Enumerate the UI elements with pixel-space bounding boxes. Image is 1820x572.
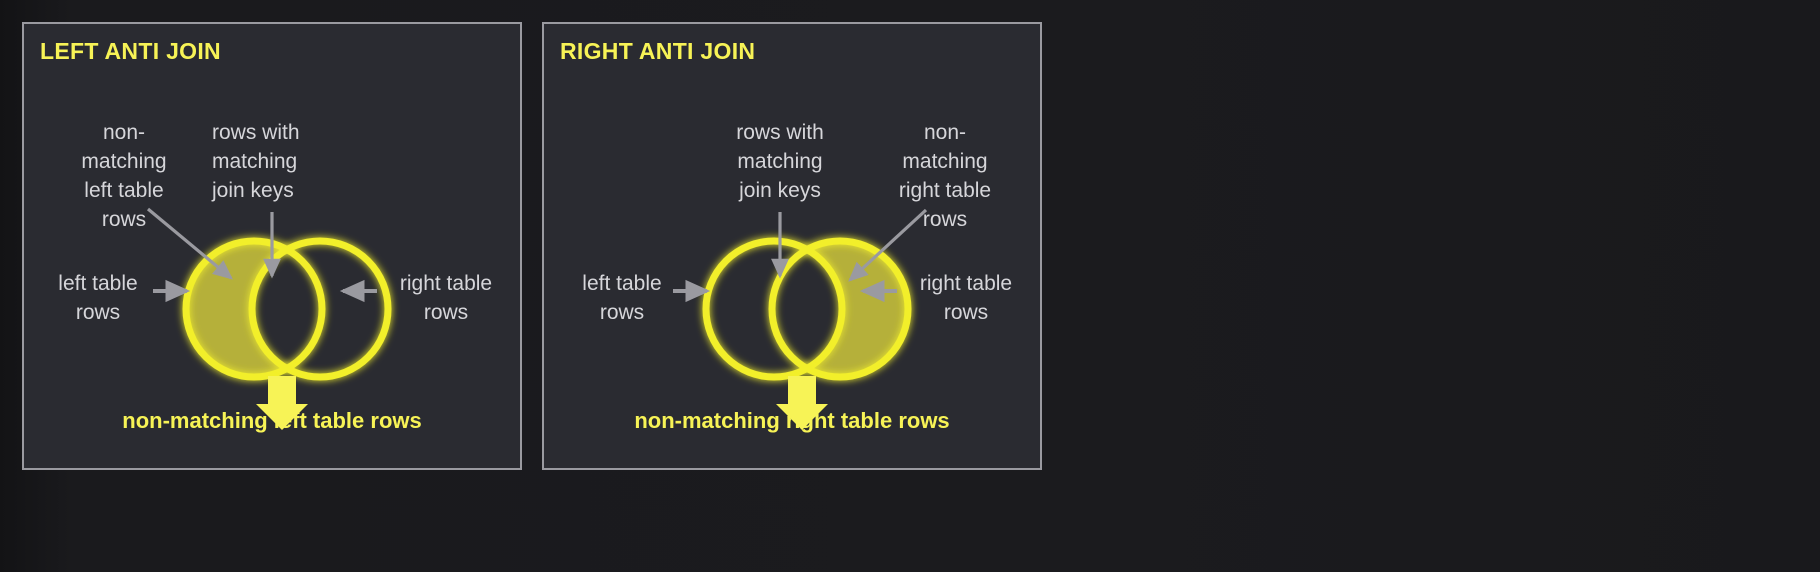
venn-diagram-left — [24, 24, 524, 472]
venn-circle-left — [702, 237, 846, 381]
pointer-non-matching-left — [146, 207, 233, 280]
panel-caption: non-matching right table rows — [634, 408, 950, 433]
venn-diagram-right — [544, 24, 1044, 472]
venn-circle-right — [248, 237, 392, 381]
venn-circle-left — [182, 237, 326, 381]
result-arrow-down — [776, 376, 828, 430]
panel-left-anti-join: LEFT ANTI JOIN non- matching left table … — [22, 22, 524, 472]
pointer-non-matching-right — [848, 208, 928, 282]
panel-caption: non-matching left table rows — [122, 408, 422, 433]
venn-circle-right — [768, 237, 912, 381]
panel-right-anti-join: RIGHT ANTI JOIN rows with matching join … — [542, 22, 1044, 472]
result-arrow-down — [256, 376, 308, 430]
